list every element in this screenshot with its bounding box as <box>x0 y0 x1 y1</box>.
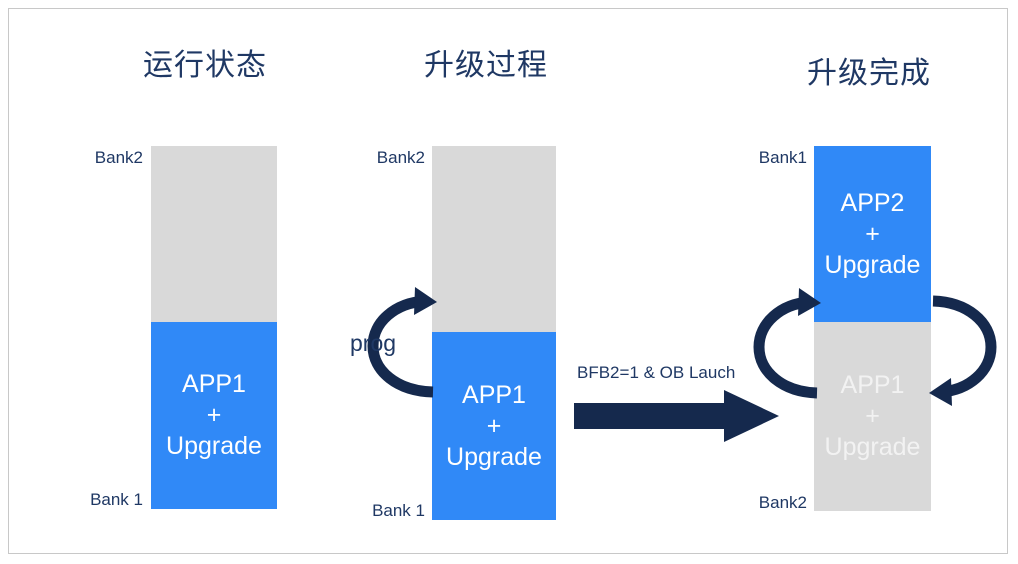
memory-bar-running-state: APP1 + Upgrade <box>151 146 277 509</box>
stage-title-upgrade-process: 升级过程 <box>424 48 548 83</box>
curved-arrow-right-icon <box>929 295 997 406</box>
bar-segment-empty-col2 <box>432 146 556 332</box>
segment-line-1: APP1 <box>462 380 526 409</box>
diagram-canvas: 运行状态 升级过程 升级完成 Bank2 Bank 1 APP1 + Upgra… <box>8 8 1008 554</box>
transition-block-arrow-icon <box>574 390 779 442</box>
segment-line-1: APP1 <box>182 370 246 398</box>
segment-line-1: APP1 <box>840 371 905 399</box>
curved-arrow-prog-icon <box>367 287 437 398</box>
segment-line-2: + <box>206 401 222 429</box>
bar-segment-app1-col2: APP1 + Upgrade <box>432 332 556 520</box>
bar-segment-app1-col3: APP1 + Upgrade <box>814 322 931 511</box>
bank-label-bottom-col2: Bank 1 <box>372 501 425 520</box>
prog-arrow-label: prog <box>350 330 397 356</box>
segment-line-2: + <box>865 219 880 248</box>
segment-line-1: APP2 <box>840 188 905 217</box>
bank-label-top-col2: Bank2 <box>376 148 425 167</box>
memory-bar-upgrade-process: APP1 + Upgrade <box>432 146 556 520</box>
bar-segment-app2-col3: APP2 + Upgrade <box>814 146 931 322</box>
segment-line-3: Upgrade <box>824 250 921 279</box>
segment-line-2: + <box>486 411 502 440</box>
bar-segment-app1-col1: APP1 + Upgrade <box>151 322 277 509</box>
segment-line-3: Upgrade <box>446 442 542 471</box>
bar-segment-empty-col1 <box>151 146 277 322</box>
segment-line-2: + <box>865 402 880 430</box>
stage-title-upgrade-complete: 升级完成 <box>807 56 931 91</box>
stage-title-running-state: 运行状态 <box>143 48 267 83</box>
curved-arrow-left-icon <box>753 288 821 399</box>
transition-arrow-label: BFB2=1 & OB Lauch <box>577 363 736 382</box>
bank-label-top-col3: Bank1 <box>758 148 807 167</box>
bank-label-bottom-col1: Bank 1 <box>90 490 143 509</box>
bank-label-bottom-col3: Bank2 <box>758 493 807 512</box>
memory-bar-upgrade-complete: APP2 + Upgrade APP1 + Upgrade <box>814 146 931 511</box>
segment-line-3: Upgrade <box>166 432 262 460</box>
segment-line-3: Upgrade <box>824 433 921 461</box>
bank-label-top-col1: Bank2 <box>94 148 143 167</box>
